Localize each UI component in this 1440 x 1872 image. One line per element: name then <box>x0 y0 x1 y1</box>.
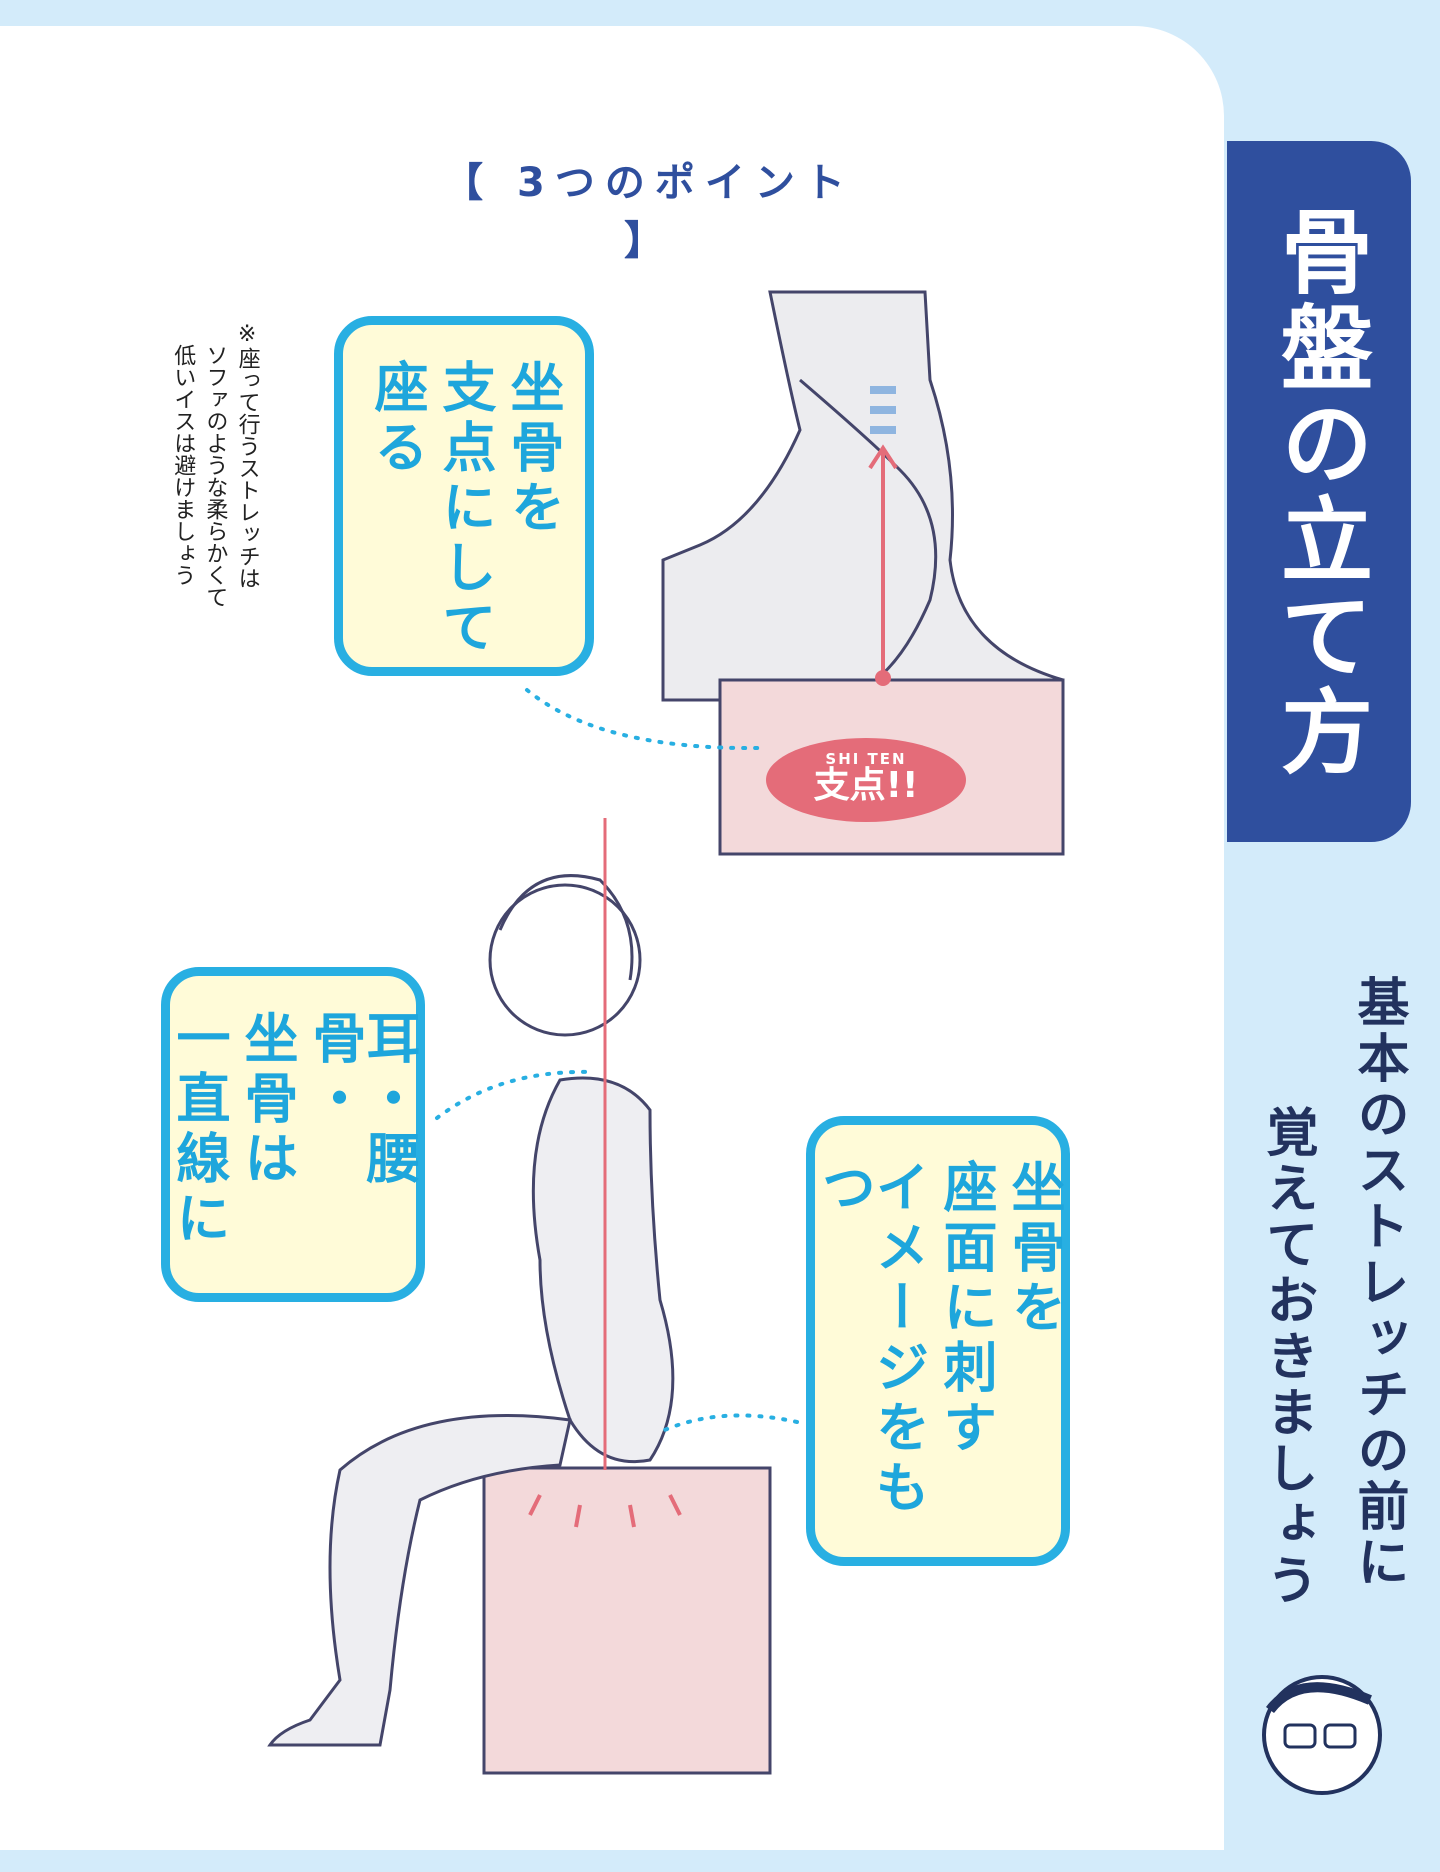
connector-3 <box>658 1413 799 1434</box>
chapter-tab: 骨盤の立て方 <box>1227 141 1411 842</box>
subtitle-line-1: 基本のストレッチの前に <box>1348 975 1408 1591</box>
note-line: 低いイスは避けましょう <box>170 344 196 586</box>
point-box-3: 坐骨を 座面に刺す イメージをもつ <box>806 1116 1070 1566</box>
bubble-reading: SHI TEN <box>825 750 907 768</box>
fulcrum-speech-bubble: SHI TEN 支点!! <box>766 738 966 822</box>
point-line: 坐骨は <box>235 1010 298 1190</box>
bubble-label: 支点!! <box>813 765 919 806</box>
point-box-2: 耳・腰骨・ 坐骨は 一直線に <box>161 967 425 1302</box>
point-line: 耳・腰骨・ <box>303 1010 420 1190</box>
point-line: 座る <box>365 359 428 479</box>
note-line: ソファのような柔らかくて <box>202 344 228 608</box>
point-line: 座面に刺す <box>934 1159 997 1459</box>
point-line: 坐骨を <box>501 359 564 539</box>
note-line: ※座って行うストレッチは <box>234 322 260 589</box>
point-line: 支点にして <box>433 359 496 659</box>
subtitle-line-2: 覚えておきましょう <box>1257 1105 1317 1609</box>
author-avatar-icon <box>1262 1675 1382 1795</box>
point-line: 一直線に <box>167 1010 230 1250</box>
subtitle: 基本のストレッチの前に 覚えておきましょう <box>1250 975 1416 1675</box>
connector-2 <box>435 1069 592 1120</box>
caution-note: ※座って行うストレッチは ソファのような柔らかくて 低いイスは避けましょう <box>170 322 259 608</box>
point-line: イメージをもつ <box>812 1159 929 1519</box>
chapter-title: 骨盤の立て方 <box>1265 203 1373 780</box>
point-box-1: 坐骨を 支点にして 座る <box>334 316 594 676</box>
connector-1 <box>525 688 762 751</box>
point-line: 坐骨を <box>1002 1159 1065 1339</box>
section-title: 【 3つのポイント 】 <box>443 160 855 264</box>
seated-woman-illustration <box>267 818 772 1775</box>
